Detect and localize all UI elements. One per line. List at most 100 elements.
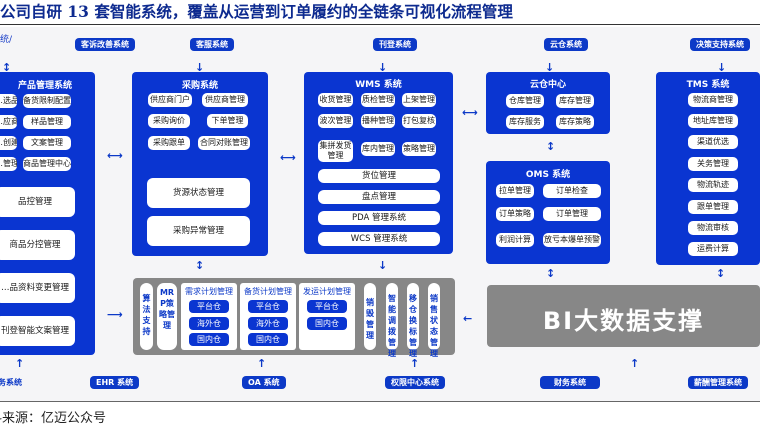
plan-chip: 平台仓 xyxy=(248,300,288,313)
bottom-system-pill[interactable]: …务系统 xyxy=(0,378,22,387)
plan-title: 需求计划管理 xyxy=(185,287,233,296)
wide-item: PDA 管理系统 xyxy=(318,211,440,225)
chip: 打包复核 xyxy=(402,114,436,128)
cut-label: 统/ xyxy=(0,35,13,45)
wide-item: 采购异常管理 xyxy=(147,216,250,246)
arrow-icon: ⟷ xyxy=(462,106,478,119)
arrow-icon: ⟷ xyxy=(280,151,296,164)
chip: 质检管理 xyxy=(361,93,395,107)
box-title: 采购系统 xyxy=(181,81,218,91)
chip: 物流审核 xyxy=(688,221,738,235)
chip: 库存服务 xyxy=(506,115,544,129)
chip: 样品管理 xyxy=(23,115,71,129)
top-system-pill[interactable]: 刊登系统 xyxy=(373,38,417,51)
ship-plan-box: 发运计划管理 平台仓 国内仓 xyxy=(299,283,355,350)
top-system-pill[interactable]: 客服系统 xyxy=(190,38,234,51)
arrow-icon: ↕ xyxy=(546,140,556,153)
bi-big-data-box: BI大数据支撑 xyxy=(487,285,760,347)
chip: 库内管理 xyxy=(361,142,395,156)
tms-system-box: TMS 系统 物流商管理 地址库管理 渠道优选 关务管理 物流轨迹 跟单管理 物… xyxy=(656,72,760,265)
chip: 播种管理 xyxy=(361,114,395,128)
algorithm-support: 算法支持 xyxy=(140,283,153,350)
plan-chip: 平台仓 xyxy=(189,300,229,313)
top-system-pill[interactable]: 云仓系统 xyxy=(544,38,588,51)
box-title: 产品管理系统 xyxy=(17,81,72,91)
top-system-pill[interactable]: 决策支持系统 xyxy=(690,38,750,51)
planning-container: 算法支持 MRP策略管理 需求计划管理 平台仓 海外仓 国内仓 备货计划管理 平… xyxy=(133,278,455,358)
arrow-icon: ↕ xyxy=(716,267,726,280)
wide-item: 货位管理 xyxy=(318,169,440,183)
chip: 波次管理 xyxy=(318,114,353,128)
chip: 物流商管理 xyxy=(688,93,738,107)
bottom-system-pill[interactable]: 权限中心系统 xyxy=(385,376,445,389)
plan-chip: 海外仓 xyxy=(189,317,229,330)
plan-chip: 国内仓 xyxy=(189,333,229,346)
planning-column: 销售状态管理 xyxy=(428,283,440,358)
vertical-label: 销毁管理 xyxy=(366,298,374,340)
planning-column: 销毁管理 xyxy=(364,283,376,350)
chip: 收货管理 xyxy=(318,93,353,107)
arrow-icon: ↕ xyxy=(195,259,205,272)
planning-column: 智能调拨管理 xyxy=(386,283,398,358)
arrow-icon: ↕ xyxy=(546,267,556,280)
vertical-label: 销售状态管理 xyxy=(430,294,438,358)
demand-plan-box: 需求计划管理 平台仓 海外仓 国内仓 xyxy=(181,283,237,350)
chip: 合同对账管理 xyxy=(198,136,250,150)
arrow-icon: ↓ xyxy=(378,259,388,272)
arrow-icon: ⟶ xyxy=(107,308,123,321)
chip: 下单管理 xyxy=(207,114,248,128)
plan-title: 发运计划管理 xyxy=(303,287,351,296)
chip: 物流轨迹 xyxy=(688,178,738,192)
wide-item: 货源状态管理 xyxy=(147,178,250,208)
arrow-icon: ↑ xyxy=(630,357,640,370)
bi-label: BI大数据支撑 xyxy=(542,307,705,335)
plan-chip: 国内仓 xyxy=(248,333,288,346)
bottom-system-pill[interactable]: 薪酬管理系统 xyxy=(688,376,748,389)
chip: 供应商门户 xyxy=(148,93,192,107)
arrow-icon: ↑ xyxy=(410,357,420,370)
box-title: WMS 系统 xyxy=(355,80,402,90)
stock-plan-box: 备货计划管理 平台仓 海外仓 国内仓 xyxy=(240,283,296,350)
wide-item: WCS 管理系统 xyxy=(318,232,440,246)
plan-chip: 平台仓 xyxy=(307,300,347,313)
arrow-icon: ↕ xyxy=(2,61,12,74)
plan-title: 备货计划管理 xyxy=(244,287,292,296)
vertical-label: MRP策略管理 xyxy=(159,288,175,330)
bottom-system-pill[interactable]: 财务系统 xyxy=(540,376,600,389)
wide-item: …品资料变更管理 xyxy=(0,273,75,303)
purchase-system-box: 采购系统 供应商门户 供应商管理 采购询价 下单管理 采购跟单 合同对账管理 货… xyxy=(132,72,268,256)
box-title: 云仓中心 xyxy=(529,80,566,90)
chip: 关务管理 xyxy=(688,157,738,171)
arrow-icon: ↑ xyxy=(15,357,25,370)
chip: 文案管理 xyxy=(23,136,71,150)
arrow-icon: ← xyxy=(463,312,473,325)
chip: 采购询价 xyxy=(148,114,190,128)
wide-item: 刊登智能文案管理 xyxy=(0,316,75,346)
box-title: OMS 系统 xyxy=(525,170,571,180)
plan-chip: 海外仓 xyxy=(248,317,288,330)
chip: 商品管理中心 xyxy=(23,157,71,171)
arrow-icon: ⟷ xyxy=(107,149,123,162)
chip: 地址库管理 xyxy=(688,114,738,128)
arrow-icon: ↓ xyxy=(378,61,388,74)
chip: 备货限制配置 xyxy=(23,94,71,108)
top-system-pill[interactable]: 客诉改善系统 xyxy=(75,38,135,51)
chip: 上架管理 xyxy=(402,93,436,107)
chip: …管理 xyxy=(0,157,17,171)
bottom-system-pill[interactable]: EHR 系统 xyxy=(90,376,140,389)
bottom-system-pill[interactable]: OA 系统 xyxy=(242,376,286,389)
chip: 订单检查 xyxy=(543,184,601,198)
arrow-icon: ↓ xyxy=(195,61,205,74)
product-system-box: 产品管理系统 …选品 备货限制配置 …应商 样品管理 …创建 文案管理 …管理 … xyxy=(0,72,95,355)
chip: 订单管理 xyxy=(543,207,601,221)
arrow-icon: ↑ xyxy=(257,357,267,370)
wms-system-box: WMS 系统 收货管理 质检管理 上架管理 波次管理 播种管理 打包复核 集拼发… xyxy=(304,72,453,254)
wide-item: 品控管理 xyxy=(0,187,75,217)
arrow-icon: ↓ xyxy=(545,61,555,74)
oms-system-box: OMS 系统 拉单管理 订单检查 订单策略 订单管理 利润计算 放亏本爆单预警 xyxy=(486,161,610,264)
chip: …选品 xyxy=(0,94,17,108)
arrow-icon: ↓ xyxy=(717,61,727,74)
planning-column: 移仓换标管理 xyxy=(407,283,419,358)
vertical-label: 智能调拨管理 xyxy=(388,294,396,358)
box-title: TMS 系统 xyxy=(686,80,730,90)
